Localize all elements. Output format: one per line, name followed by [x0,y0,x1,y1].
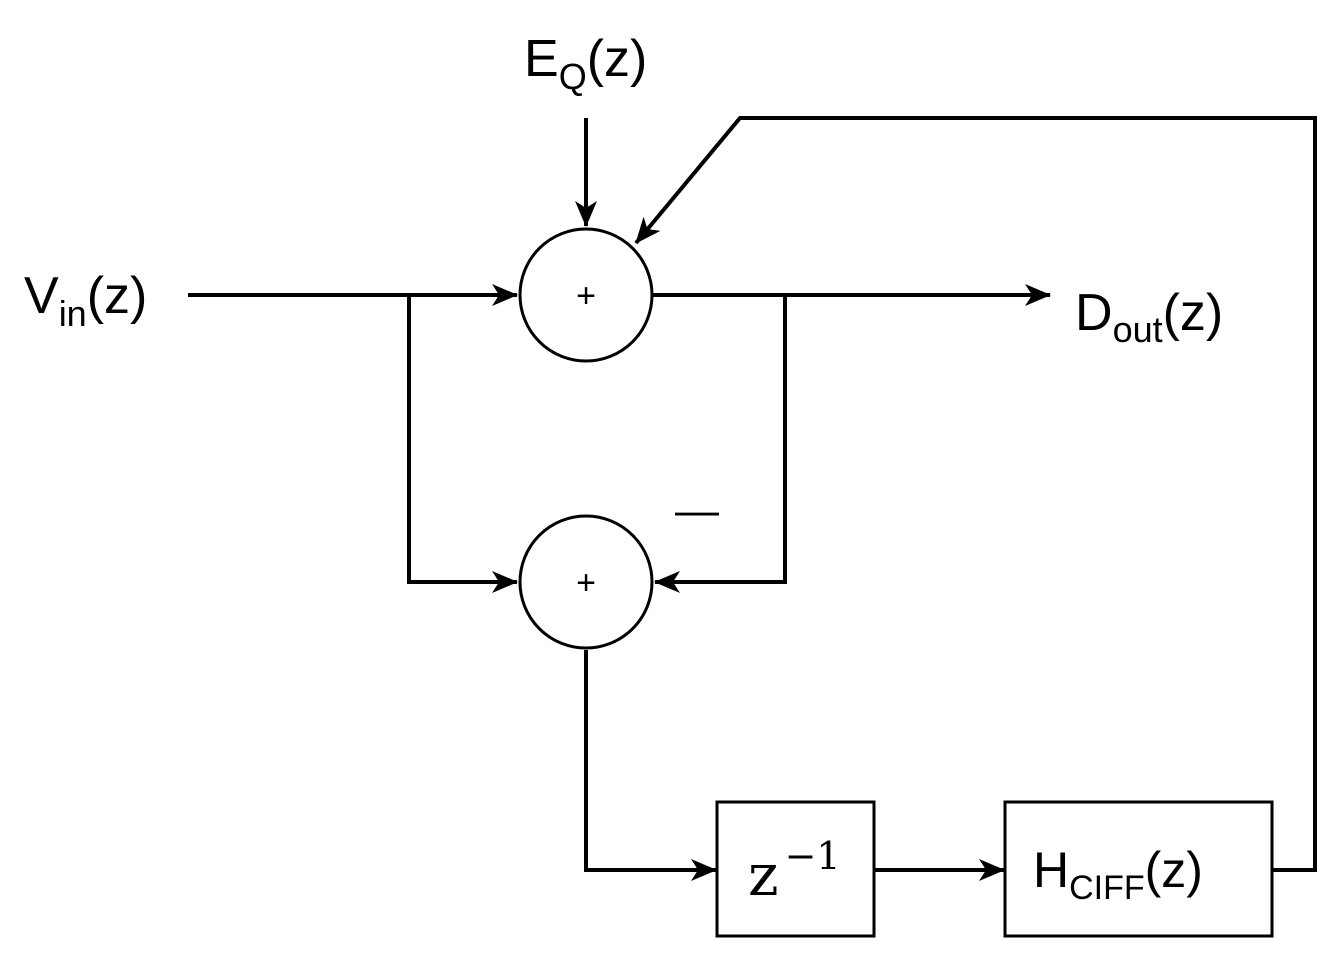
bottom-summing-node [518,514,654,650]
vin-branch-wire [407,295,518,593]
error-wire [584,650,717,881]
delay-exponent: −1 [785,834,841,878]
minus-sign-label: — [675,486,719,535]
dout-label: Dout(z) [1075,284,1223,350]
dout-main: D [1075,284,1113,342]
filter-sub: CIFF [1069,869,1145,907]
filter-block-label: HCIFF(z) [1033,842,1203,907]
eq-tail: (z) [587,30,648,88]
vin-label: Vin(z) [24,267,147,334]
delay-block [715,800,876,938]
dout-branch-wire [654,295,787,593]
vin-tail: (z) [87,267,148,325]
vin-sub: in [59,293,87,334]
top-summing-node [518,227,654,363]
filter-main: H [1033,842,1069,898]
bottom-sum-sign: + [576,564,596,602]
vin-main: V [24,267,59,325]
top-sum-sign: + [576,277,596,315]
feedback-wire [634,116,1317,872]
dout-tail: (z) [1163,284,1224,342]
eq-sub: Q [559,56,587,97]
filter-tail: (z) [1145,842,1203,898]
dout-sub: out [1113,309,1163,350]
delay-block-label: z−1 [748,834,841,909]
eq-label: EQ(z) [524,30,647,97]
delay-base: z [748,841,779,909]
filter-block [1003,800,1274,938]
eq-main: E [524,30,559,88]
